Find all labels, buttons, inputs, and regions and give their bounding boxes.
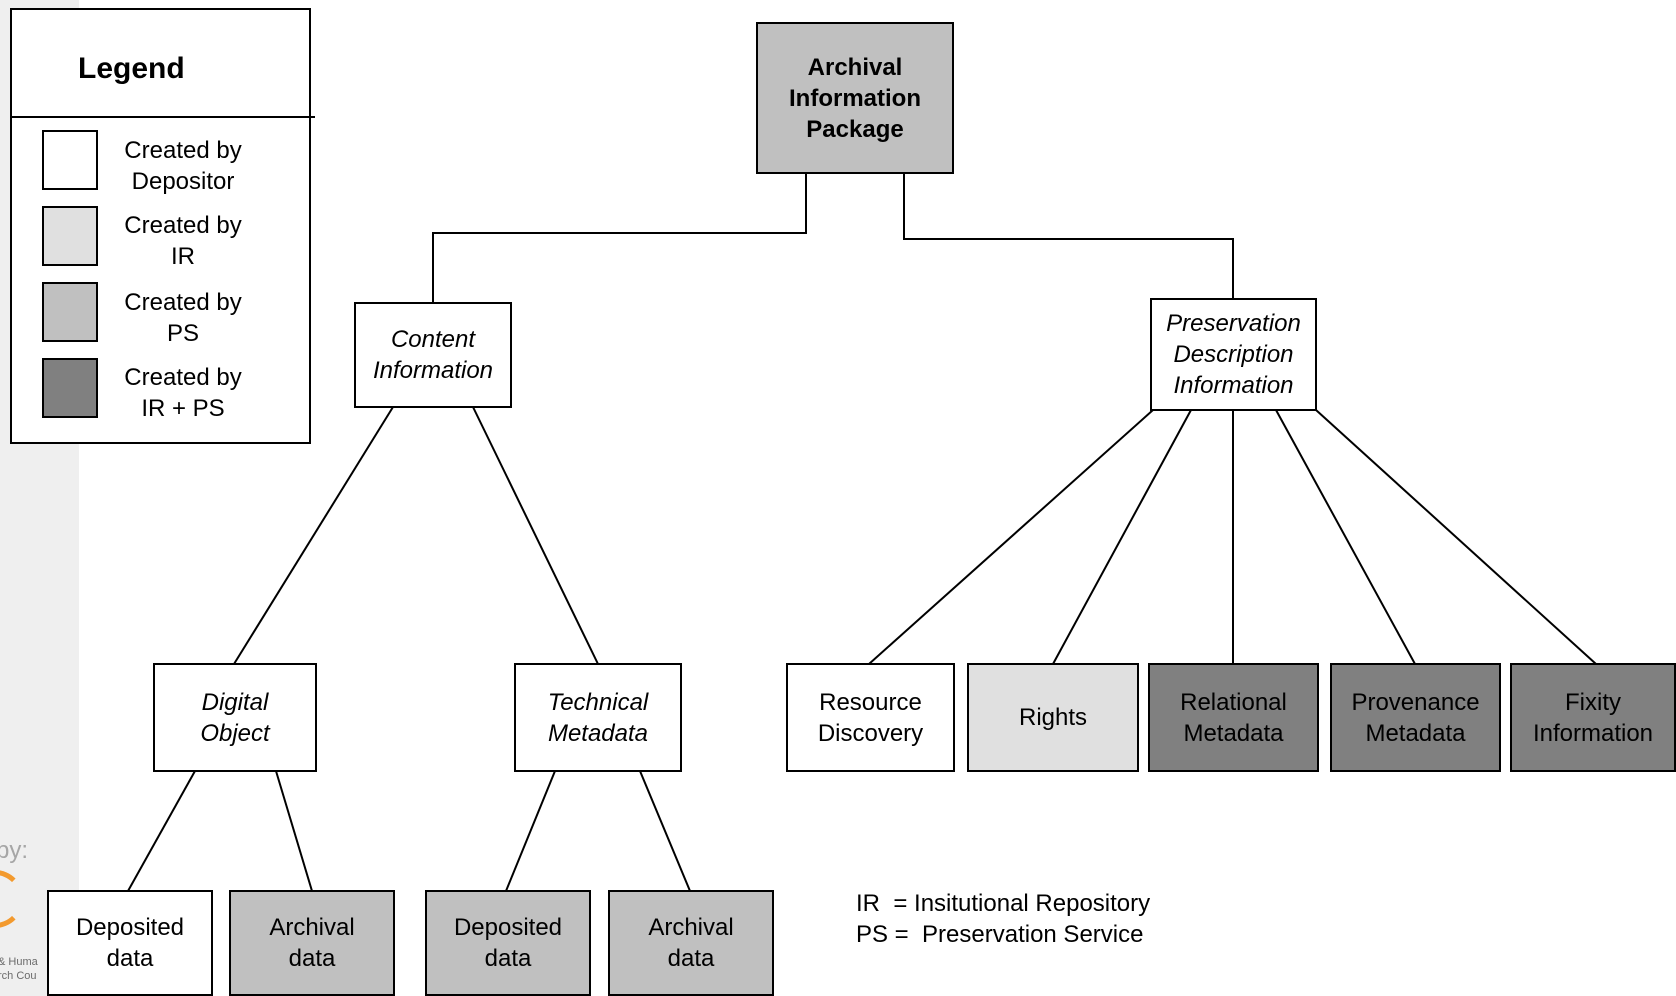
node-technical-metadata: Technical Metadata bbox=[514, 663, 682, 772]
node-rights-label: Rights bbox=[1018, 704, 1088, 731]
abbreviation-ps: PS = Preservation Service bbox=[856, 921, 1144, 948]
node-archival-information-package: Archival Information Package bbox=[756, 22, 954, 174]
node-resource-discovery: Resource Discovery bbox=[786, 663, 955, 772]
abbreviations-note: IR = Insitutional Repository PS = Preser… bbox=[856, 888, 1150, 950]
edge-technical-archival bbox=[639, 770, 691, 892]
node-provenance-metadata: Provenance Metadata bbox=[1330, 663, 1501, 772]
legend-label-ir: Created by IR bbox=[124, 212, 242, 270]
funded-by-text: by: bbox=[0, 837, 29, 864]
node-fixity-information: Fixity Information bbox=[1510, 663, 1676, 772]
node-relational-metadata-label: Relational Metadata bbox=[1180, 688, 1287, 747]
legend-label-ir-ps: Created by IR + PS bbox=[124, 364, 242, 422]
node-preservation-description-information: Preservation Description Information bbox=[1150, 298, 1317, 411]
node-content-information: Content Information bbox=[354, 302, 512, 408]
legend-label-depositor: Created by Depositor bbox=[124, 137, 242, 195]
edge-aip-content bbox=[432, 173, 807, 303]
edge-content-technical bbox=[472, 406, 599, 665]
legend-swatch-depositor bbox=[42, 130, 98, 190]
legend-divider bbox=[12, 116, 315, 118]
edge-digital-deposited bbox=[127, 770, 196, 892]
node-aip-label: Archival Information Package bbox=[789, 53, 921, 143]
node-pdi-label: Preservation Description Information bbox=[1166, 310, 1301, 399]
edge-pdi-provenance bbox=[1275, 409, 1416, 665]
abbreviation-ir: IR = Insitutional Repository bbox=[856, 890, 1151, 917]
edge-technical-deposited bbox=[505, 770, 556, 892]
legend-swatch-ps bbox=[42, 282, 98, 342]
legend-label-ps: Created by PS bbox=[124, 289, 242, 347]
funder-logo-text-line2: rch Cou bbox=[0, 970, 37, 982]
legend-swatch-ir-ps bbox=[42, 358, 98, 418]
node-technical-metadata-deposited-data: Deposited data bbox=[425, 890, 591, 996]
node-digital-object-deposited-data: Deposited data bbox=[47, 890, 213, 996]
node-digital-object: Digital Object bbox=[153, 663, 317, 772]
funder-logo-text-line1: & Huma bbox=[0, 956, 38, 968]
edge-pdi-fixity bbox=[1315, 409, 1597, 665]
node-technical-metadata-archival-data: Archival data bbox=[608, 890, 774, 996]
node-technical-metadata-label: Technical Metadata bbox=[547, 688, 649, 747]
node-fixity-information-label: Fixity Information bbox=[1532, 688, 1654, 747]
node-digital-object-archival-data: Archival data bbox=[229, 890, 395, 996]
edge-pdi-resource bbox=[868, 409, 1154, 665]
node-do-deposited-data-label: Deposited data bbox=[75, 914, 185, 972]
edge-content-digital bbox=[233, 406, 394, 665]
node-do-archival-data-label: Archival data bbox=[269, 914, 355, 972]
node-tm-archival-data-label: Archival data bbox=[648, 914, 734, 972]
node-tm-deposited-data-label: Deposited data bbox=[453, 914, 563, 972]
legend-swatch-ir bbox=[42, 206, 98, 266]
node-provenance-metadata-label: Provenance Metadata bbox=[1351, 688, 1480, 747]
node-relational-metadata: Relational Metadata bbox=[1148, 663, 1319, 772]
edge-aip-pdi bbox=[903, 173, 1234, 299]
node-digital-object-label: Digital Object bbox=[200, 688, 270, 747]
node-content-information-label: Content Information bbox=[372, 326, 494, 384]
legend-title: Legend bbox=[78, 52, 185, 85]
node-resource-discovery-label: Resource Discovery bbox=[817, 688, 924, 747]
legend-box: Legend Created by Depositor Created by I… bbox=[10, 8, 315, 444]
edge-digital-archival bbox=[275, 770, 313, 892]
edge-pdi-rights bbox=[1052, 409, 1192, 665]
node-rights: Rights bbox=[967, 663, 1139, 772]
